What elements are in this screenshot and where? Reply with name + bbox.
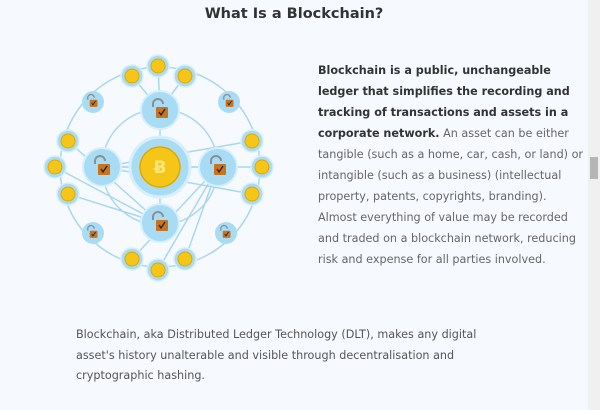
padlock-shackle <box>94 155 106 164</box>
coin-icon <box>124 251 140 267</box>
scrollbar-thumb[interactable] <box>590 157 598 179</box>
check-icon <box>158 221 166 230</box>
coin-icon <box>150 262 166 278</box>
coin-icon <box>60 133 76 149</box>
padlock-shackle <box>87 93 95 100</box>
padlock-shackle <box>223 93 231 100</box>
padlock-shackle <box>152 211 164 220</box>
page-title: What Is a Blockchain? <box>204 6 384 22</box>
padlock-shackle <box>210 155 222 164</box>
blockchain-network-illustration: Ƀ <box>43 54 274 282</box>
check-icon <box>91 100 96 106</box>
padlock-shackle <box>220 224 228 231</box>
description-bold: Blockchain is a public, unchangeable led… <box>318 64 570 140</box>
coin-icon <box>47 159 63 175</box>
coin-icon <box>244 186 260 202</box>
bitcoin-coin-icon <box>139 146 181 188</box>
check-icon <box>224 231 229 237</box>
scrollbar[interactable] <box>588 0 600 410</box>
blockchain-description: Blockchain is a public, unchangeable led… <box>318 60 588 270</box>
check-icon <box>100 165 108 174</box>
check-icon <box>91 231 96 237</box>
coin-icon <box>124 68 140 84</box>
padlock-shackle <box>87 224 95 231</box>
padlock-shackle <box>152 98 164 107</box>
description-text: An asset can be either tangible (such as… <box>318 127 584 266</box>
bitcoin-symbol: Ƀ <box>154 158 167 178</box>
coin-icon <box>254 159 270 175</box>
coin-icon <box>60 186 76 202</box>
check-icon <box>227 100 232 106</box>
coin-icon <box>177 68 193 84</box>
dlt-paragraph: Blockchain, aka Distributed Ledger Techn… <box>76 328 477 382</box>
coin-icon <box>244 133 260 149</box>
coin-icon <box>177 251 193 267</box>
check-icon <box>158 108 166 117</box>
check-icon <box>216 165 224 174</box>
coin-icon <box>150 58 166 74</box>
